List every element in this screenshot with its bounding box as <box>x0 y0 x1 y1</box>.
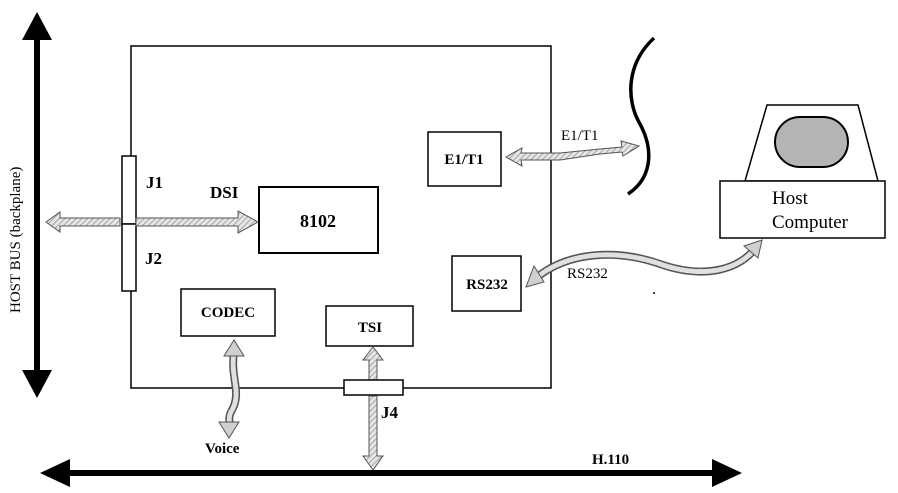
host-bus-link-arrow <box>45 211 121 233</box>
j4-h110-arrow <box>362 395 384 471</box>
tsi-label: TSI <box>358 320 382 336</box>
e1t1-box <box>427 131 502 187</box>
chip-8102-label: 8102 <box>300 211 336 231</box>
chip-8102-box <box>258 186 379 254</box>
voice-label: Voice <box>205 441 240 457</box>
rs232-line-arrow <box>525 239 763 288</box>
dsi-label: DSI <box>210 183 239 202</box>
voice-arrow <box>218 339 245 439</box>
rs232-box-label: RS232 <box>466 277 508 293</box>
codec-box <box>180 288 276 337</box>
network-curve <box>626 36 656 196</box>
computer-base <box>719 180 886 239</box>
e1t1-box-label: E1/T1 <box>444 152 483 168</box>
h110-bus-arrow <box>40 459 742 487</box>
j1-connector <box>121 155 137 225</box>
rs232-line-label: RS232 <box>567 266 608 282</box>
tsi-box <box>325 305 414 347</box>
rs232-box <box>451 255 522 312</box>
host-computer-label-line2: Computer <box>772 212 849 233</box>
j4-connector <box>343 379 404 396</box>
dsi-arrow <box>135 210 260 234</box>
monitor-screen <box>774 116 849 168</box>
j2-connector <box>121 223 137 292</box>
e1t1-line-label: E1/T1 <box>561 128 599 144</box>
host-computer-label-line1: Host <box>772 188 809 209</box>
host-bus-label: HOST BUS (backplane) <box>8 167 24 313</box>
e1t1-line-arrow <box>504 140 641 167</box>
h110-label: H.110 <box>592 452 629 468</box>
codec-label: CODEC <box>201 305 255 321</box>
tsi-j4-arrow <box>361 346 385 381</box>
j4-label: J4 <box>381 403 399 422</box>
j2-label: J2 <box>145 249 162 268</box>
host-computer: Host Computer <box>719 104 886 239</box>
host-bus-arrow <box>22 12 52 398</box>
stray-dot <box>653 292 655 294</box>
j1-label: J1 <box>146 173 163 192</box>
